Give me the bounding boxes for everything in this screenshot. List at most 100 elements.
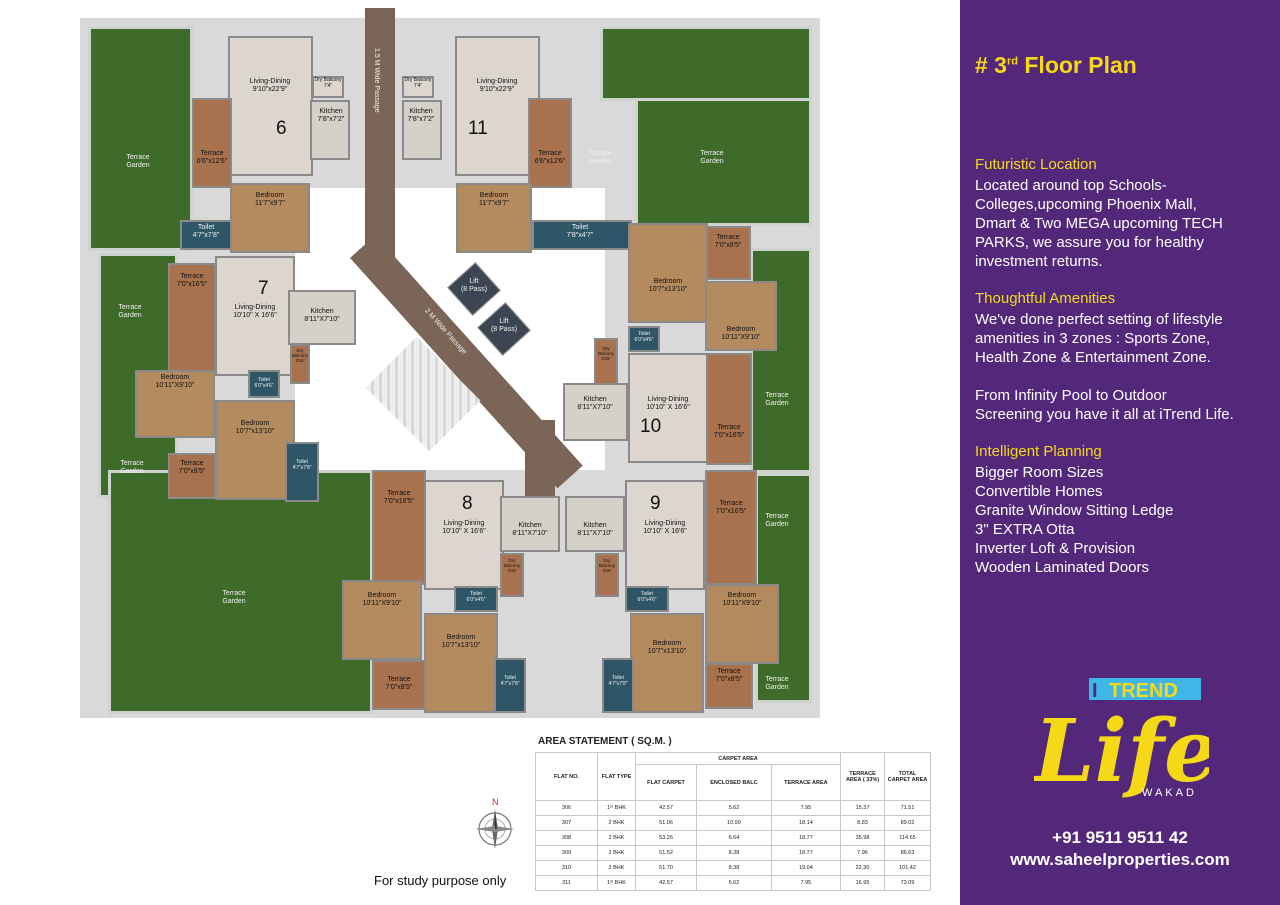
- room-label: Dry Balcony 3'x5': [597, 346, 614, 362]
- unit-number: 8: [462, 493, 473, 514]
- table-cell: 10.99: [696, 815, 772, 831]
- table-cell: 306: [535, 800, 598, 816]
- dry-balcony-8: [500, 553, 524, 597]
- area-statement-table: FLAT NO. FLAT TYPE CARPET AREA TERRACE A…: [535, 752, 931, 891]
- room-label: Bedroom 10'7"x13'10": [441, 634, 481, 650]
- bedroom-9b: [630, 613, 704, 713]
- garden-label: Terrace Garden: [765, 513, 789, 529]
- col-terrace-area: TERRACE AREA: [770, 764, 842, 801]
- lift-label: Lift (8 Pass): [460, 278, 488, 294]
- lift-label: Lift (8 Pass): [490, 318, 518, 334]
- website-link[interactable]: www.saheelproperties.com: [1010, 850, 1230, 869]
- kitchen-11: [402, 100, 442, 160]
- living-dining-11: [455, 36, 540, 176]
- table-cell: 73.09: [884, 875, 931, 891]
- room-label: Toilet 4'7"x7'8": [500, 675, 520, 687]
- table-cell: 5.62: [696, 875, 772, 891]
- table-cell: 2 BHK: [597, 860, 636, 876]
- room-label: Toilet 6'0"x4'6": [466, 591, 486, 603]
- toilet-9: [625, 586, 669, 612]
- col-carpet-area: CARPET AREA: [635, 752, 841, 765]
- room-label: Bedroom 11'7"x9'7": [254, 192, 286, 208]
- table-cell: 42.57: [634, 800, 698, 816]
- table-cell: 309: [535, 845, 598, 861]
- table-cell: 308: [535, 830, 598, 846]
- table-cell: 15.37: [840, 800, 885, 816]
- room-label: Terrace 7'0"x8'5": [385, 676, 413, 692]
- table-cell: 51.06: [634, 815, 698, 831]
- kitchen-7: [288, 290, 356, 345]
- room-label: Bedroom 10'11"X9'10": [362, 592, 402, 608]
- col-enclosed-balc: ENCLOSED BALC: [696, 764, 772, 801]
- table-cell: 19.04: [770, 860, 842, 876]
- table-cell: 310: [535, 860, 598, 876]
- kitchen-6: [310, 100, 350, 160]
- table-cell: 1ˢᵗ BHK: [597, 800, 636, 816]
- kitchen-10: [563, 383, 628, 441]
- room-label: Toilet 6'0"x4'6": [637, 591, 657, 603]
- terrace-7: [168, 263, 216, 373]
- room-label: Living-Dining 10'10" X 16'6": [646, 396, 690, 412]
- room-label: Living-Dining 9'10"x22'9": [476, 78, 518, 94]
- terrace-6: [192, 98, 232, 188]
- table-cell: 101.42: [884, 860, 931, 876]
- logo-trend: TREND: [1109, 680, 1178, 702]
- logo-trend-box: [1105, 678, 1201, 700]
- bedroom-8b: [424, 613, 498, 713]
- room-label: Toilet 6'0"x4'6": [634, 331, 654, 343]
- living-dining-10: [628, 353, 708, 463]
- room-label: Bedroom 10'11"X9'10": [722, 592, 762, 608]
- unit-number: 7: [258, 278, 269, 299]
- bedroom-8a: [342, 580, 422, 660]
- room-label: Living-Dining 10'10" X 16'6": [233, 304, 277, 320]
- garden-label: Terrace Garden: [765, 392, 789, 408]
- room-label: Bedroom 11'7"x9'7": [478, 192, 510, 208]
- room-label: Toilet 7'8"x4'7": [566, 224, 594, 240]
- col-terrace-33: TERRACE AREA ( 33%): [840, 752, 885, 801]
- garden-label: Terrace Garden: [118, 304, 142, 320]
- table-cell: 5.62: [696, 800, 772, 816]
- dry-balcony-9: [595, 553, 619, 597]
- room-label: Terrace 7'0"x8'5": [715, 668, 743, 684]
- unit-number: 9: [650, 493, 661, 514]
- bedroom-6: [230, 183, 310, 253]
- room-label: Toilet 4'7"x7'8": [292, 459, 312, 471]
- panel-title: # 3rd Floor Plan: [975, 52, 1137, 79]
- unit-number: 6: [276, 118, 287, 139]
- table-cell: 16.95: [840, 875, 885, 891]
- room-label: Terrace 6'6"x12'6": [534, 150, 566, 166]
- title-suffix: Floor Plan: [1017, 52, 1137, 78]
- toilet-6: [180, 220, 232, 250]
- room-label: Dry Balcony 3'x5': [598, 558, 615, 574]
- col-flat-type: FLAT TYPE: [597, 752, 636, 801]
- area-statement-title: AREA STATEMENT ( SQ.M. ): [538, 736, 672, 747]
- unit-number: 10: [640, 416, 662, 437]
- dry-balcony-10: [594, 338, 618, 386]
- room-label: Living-Dining 10'10" X 16'6": [643, 520, 687, 536]
- garden-upper-right: [635, 98, 812, 226]
- compass-icon: N: [475, 797, 515, 849]
- passage-vertical: [365, 8, 395, 268]
- terrace-8: [372, 470, 426, 585]
- dry-balcony-7: [290, 344, 310, 384]
- phone-number[interactable]: +91 9511 9511 42: [1052, 828, 1188, 847]
- unit-number: 11: [468, 118, 488, 139]
- room-label: Bedroom 10'11"X9'10": [721, 326, 761, 342]
- garden-label: Terrace Garden: [588, 150, 612, 166]
- room-label: Dry Balcony 7'4": [314, 77, 342, 89]
- table-cell: 8.38: [696, 845, 772, 861]
- room-label: Terrace 7'0"x8'5": [714, 234, 742, 250]
- table-cell: 7.95: [770, 800, 842, 816]
- bedroom-10a: [628, 223, 708, 323]
- section-body-amenities: We've done perfect setting of lifestyle …: [975, 311, 1234, 423]
- room-label: Kitchen 8'11"X7'10": [577, 396, 613, 412]
- toilet-7b: [285, 442, 319, 502]
- terrace-9: [705, 470, 757, 585]
- table-cell: 22.30: [840, 860, 885, 876]
